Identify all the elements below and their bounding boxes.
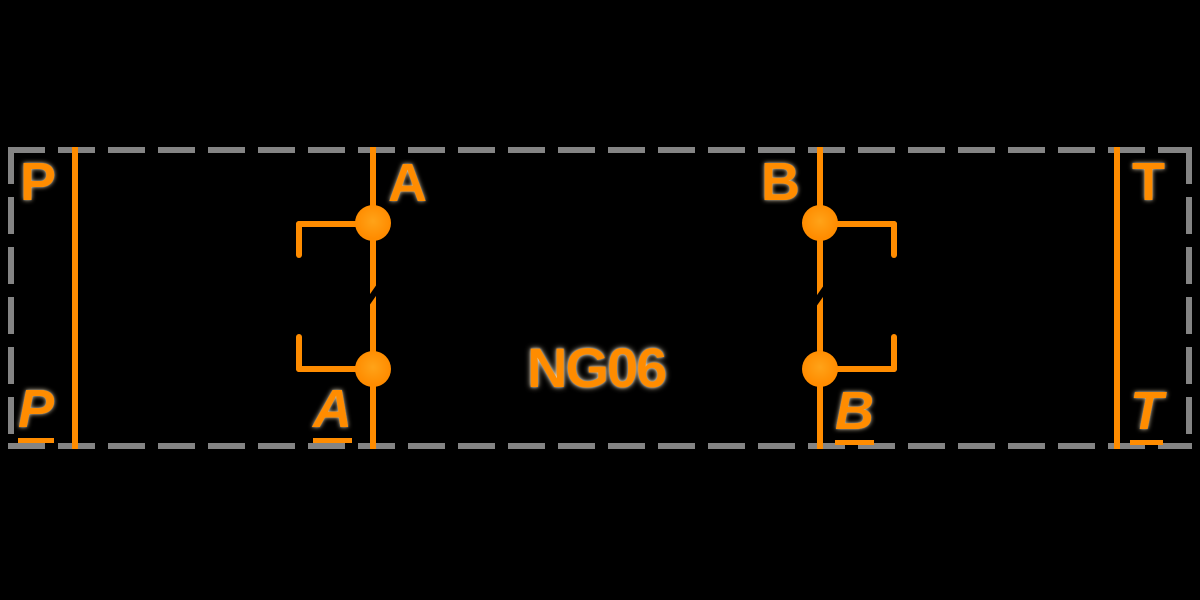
a-port-label-top: A	[388, 153, 427, 213]
t-port-label-top: T	[1132, 152, 1165, 212]
a-bracket-top-arm	[296, 221, 373, 227]
p-port-label-bottom-text: P	[18, 382, 55, 443]
b-top-junction-dot	[802, 205, 838, 241]
plate-border-bottom	[8, 443, 1192, 449]
a-bracket-upper-stub	[296, 221, 302, 258]
a-bottom-junction-dot	[355, 351, 391, 387]
b-port-label-top: B	[761, 152, 800, 212]
p-port-label-top: P	[20, 152, 57, 212]
p-port-line	[72, 147, 78, 449]
plate-border-top	[8, 147, 1192, 153]
b-port-label-bottom-text: B	[835, 384, 874, 445]
a-top-junction-dot	[355, 205, 391, 241]
t-port-label-bottom: T	[1130, 384, 1163, 445]
a-port-label-bottom: A	[313, 382, 352, 443]
b-bottom-junction-dot	[802, 351, 838, 387]
b-bracket-lower-stub	[891, 334, 897, 372]
b-bracket-top-arm	[820, 221, 897, 227]
p-port-label-bottom: P	[18, 382, 55, 443]
plate-border-right	[1186, 147, 1192, 449]
plate-border-left	[8, 147, 14, 449]
a-port-label-bottom-text: A	[313, 382, 352, 443]
plate-size-label: NG06	[527, 336, 667, 399]
a-bracket-lower-stub	[296, 334, 302, 372]
t-port-label-bottom-text: T	[1130, 384, 1163, 445]
b-bracket-upper-stub	[891, 221, 897, 258]
a-bracket-bottom-arm	[296, 366, 373, 372]
t-port-line	[1114, 147, 1120, 449]
b-bracket-bottom-arm	[820, 366, 897, 372]
b-port-label-bottom: B	[835, 384, 874, 445]
